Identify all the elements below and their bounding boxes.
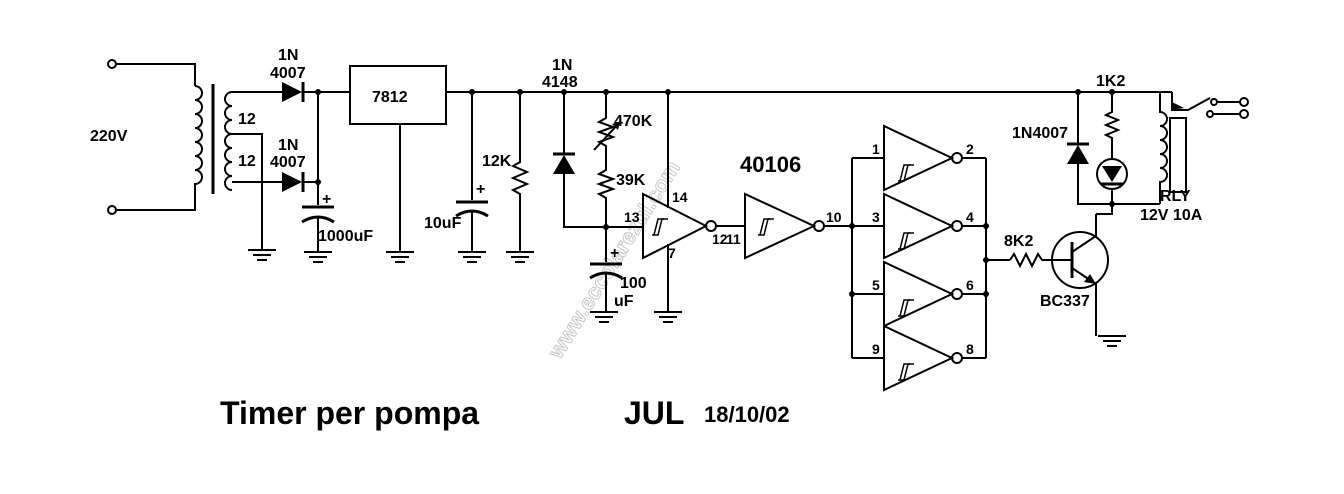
label-d4: 1N4007 (1012, 125, 1068, 142)
ground-symbol (385, 251, 415, 263)
ground-symbol (1097, 335, 1127, 347)
pin-11: 11 (726, 231, 741, 247)
relay-coil (1159, 92, 1187, 204)
pin-4: 4 (966, 209, 974, 225)
potentiometer-470k (593, 92, 621, 227)
label-d1-b: 4007 (270, 65, 306, 82)
resistor-r4 (1103, 92, 1121, 158)
led (1096, 158, 1128, 214)
label-q1: BC337 (1040, 293, 1090, 310)
label-c2-plus: + (476, 181, 485, 198)
page-title: Timer per pompa (220, 395, 479, 431)
schmitt-inverter-6 (883, 324, 963, 392)
pin-13: 13 (624, 209, 640, 225)
relay-contacts (1171, 92, 1249, 119)
label-relay-b: 12V 10A (1140, 207, 1203, 224)
regulator-7812 (349, 65, 447, 125)
mains-input (107, 59, 196, 215)
capacitor-c3 (589, 227, 623, 312)
transformer (194, 84, 282, 250)
relay-terminal-com (1239, 109, 1249, 119)
label-c3-b: uF (614, 293, 634, 310)
ground-symbol (247, 249, 277, 261)
label-regulator: 7812 (372, 89, 408, 106)
mains-terminal-bottom (107, 205, 117, 215)
date-label: 18/10/02 (704, 402, 790, 427)
label-winding-a: 12 (238, 111, 256, 128)
label-d3-a: 1N (552, 57, 572, 74)
pin-2: 2 (966, 141, 974, 157)
ground-symbol (303, 251, 333, 263)
pin-12: 12 (712, 231, 728, 247)
diode-d1 (282, 82, 305, 102)
schmitt-inverter-4 (883, 192, 963, 260)
label-c1: 1000uF (318, 228, 373, 245)
label-c2: 10uF (424, 215, 462, 232)
schmitt-inverter-5 (883, 260, 963, 328)
label-d1-a: 1N (278, 47, 298, 64)
label-mains: 220V (90, 128, 128, 145)
pin-8: 8 (966, 341, 974, 357)
pin-14: 14 (672, 189, 688, 205)
diode-d3 (553, 92, 606, 228)
label-c3-a: 100 (620, 275, 647, 292)
pin-3: 3 (872, 209, 880, 225)
label-r3: 8K2 (1004, 233, 1033, 250)
capacitor-c2 (455, 92, 489, 252)
pin-10: 10 (826, 209, 842, 225)
label-d2-a: 1N (278, 137, 298, 154)
mains-terminal-top (107, 59, 117, 69)
ground-symbol (457, 251, 487, 263)
pin-9: 9 (872, 341, 880, 357)
label-c1-plus: + (322, 191, 331, 208)
schmitt-inverter-3 (883, 124, 963, 192)
pin-7: 7 (668, 245, 676, 261)
label-r4: 1K2 (1096, 73, 1125, 90)
pin-5: 5 (872, 277, 880, 293)
label-d2-b: 4007 (270, 154, 306, 171)
resistor-r3 (1009, 251, 1056, 269)
label-c3-plus: + (610, 245, 619, 262)
pin-1: 1 (872, 141, 880, 157)
ground-symbol (653, 311, 683, 323)
resistor-r1 (510, 92, 530, 252)
label-d3-b: 4148 (542, 74, 578, 91)
schmitt-inverter-1 (606, 92, 717, 312)
relay-terminal-no (1239, 97, 1249, 107)
author-label: JUL (624, 395, 684, 431)
label-ic: 40106 (740, 152, 801, 177)
schmitt-inverter-2 (716, 192, 825, 260)
diode-d2 (282, 172, 305, 192)
label-pot: 470K (614, 113, 653, 130)
label-relay-a: RLY (1160, 188, 1191, 205)
ground-symbol (505, 251, 535, 263)
label-r2: 39K (616, 172, 646, 189)
label-winding-b: 12 (238, 153, 256, 170)
diode-d4 (1067, 92, 1160, 205)
pin-6: 6 (966, 277, 974, 293)
label-r1: 12K (482, 153, 512, 170)
transistor-bc337 (1051, 214, 1109, 336)
capacitor-c1 (301, 205, 335, 252)
